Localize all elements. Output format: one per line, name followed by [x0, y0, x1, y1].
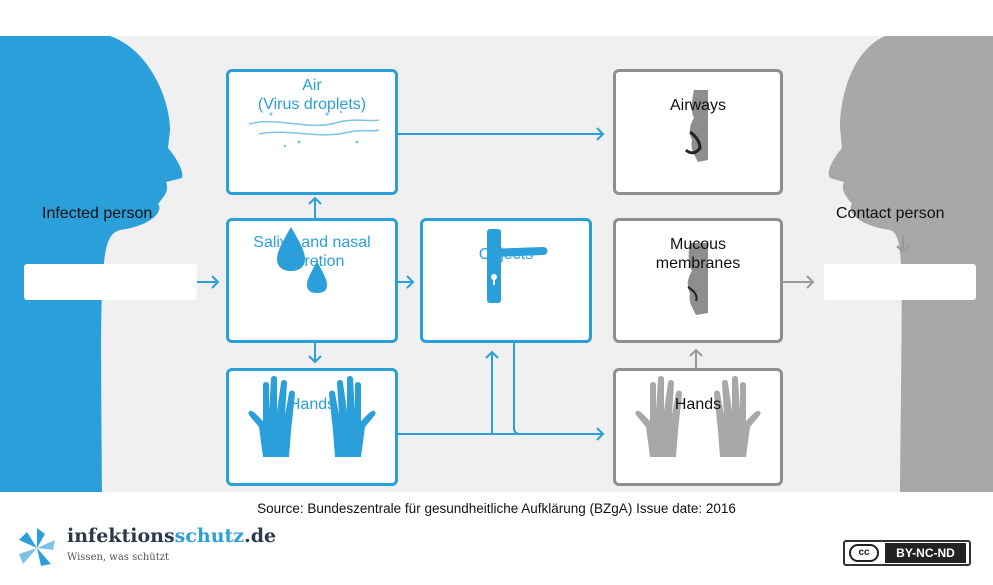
arrow-contact-down [896, 236, 910, 254]
arrow-saliva-to-hands [308, 343, 322, 364]
infektionsschutz-logo[interactable]: infektionsschutz.de Wissen, was schützt [15, 522, 276, 578]
contact-person-blank-box [824, 264, 976, 300]
arrow-hands-to-objects [485, 350, 499, 434]
cc-license-badge[interactable]: cc BY-NC-ND [843, 540, 971, 566]
air-label: Air (Virus droplets) [257, 77, 367, 113]
airways-box: Airways [613, 69, 783, 195]
face-profile-icon [687, 243, 708, 315]
objects-box: Objects [420, 218, 592, 343]
arrow-saliva-to-objects [398, 275, 415, 289]
objects-label: Objects [478, 246, 534, 263]
water-drop-icon [277, 227, 327, 293]
logo-wordmark: infektionsschutz.de [67, 525, 276, 547]
hand-icon [248, 376, 376, 457]
arrow-hands-to-hands [398, 427, 605, 441]
infected-person-blank-box [24, 264, 197, 300]
arrow-hands-to-mucous [689, 348, 703, 368]
airways-label: Airways [669, 97, 726, 114]
face-profile-icon [684, 90, 708, 162]
hands-infected-box: Hands [226, 368, 398, 486]
hands-contact-box: Hands [613, 368, 783, 486]
grey-arrows [689, 236, 910, 368]
logo-part-2: schutz [174, 525, 245, 547]
infected-person-label: Infected person [42, 205, 153, 222]
source-caption: Source: Bundeszentrale für gesundheitlic… [257, 501, 736, 516]
line-objects-to-hands [513, 343, 521, 435]
arrow-air-to-airways [398, 127, 605, 141]
air-box: Air (Virus droplets) [226, 69, 398, 195]
logo-star-icon [19, 528, 55, 566]
logo-part-3: .de [244, 525, 277, 547]
door-handle-icon [487, 229, 548, 303]
arrow-mucous-to-contact [783, 275, 815, 289]
cc-icon: cc [849, 544, 879, 562]
saliva-label: Saliva and nasal secretion [253, 234, 371, 270]
virus-droplets-icon [248, 110, 380, 148]
contact-person-label: Contact person [836, 205, 945, 222]
logo-part-1: infektions [67, 525, 175, 547]
blue-arrows [197, 127, 605, 441]
logo-tagline: Wissen, was schützt [67, 552, 170, 563]
arrow-input-to-saliva [197, 275, 220, 289]
hands-infected-label: Hands [288, 396, 336, 413]
hand-icon [635, 376, 761, 457]
mucous-box: Mucous membranes [613, 218, 783, 343]
mucous-label: Mucous membranes [655, 236, 741, 272]
hands-contact-label: Hands [674, 396, 722, 413]
saliva-box: Saliva and nasal secretion [226, 218, 398, 343]
arrow-saliva-to-air [308, 196, 322, 218]
cc-license-text: BY-NC-ND [885, 543, 966, 563]
